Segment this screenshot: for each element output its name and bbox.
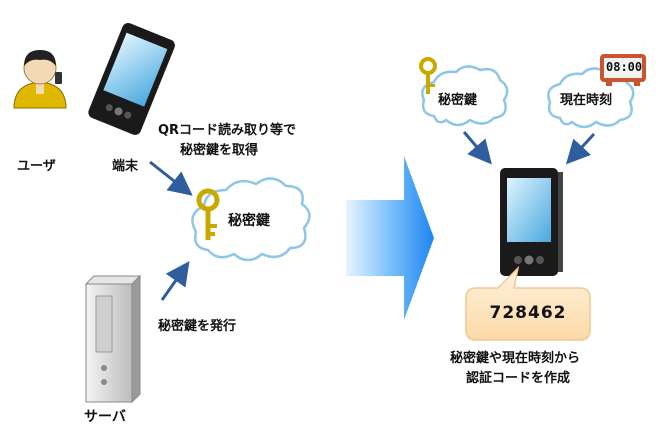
auth-code: 728462	[489, 303, 567, 323]
server-label: サーバ	[84, 409, 126, 425]
device-icon	[88, 22, 175, 135]
current-time-cloud-label: 現在時刻	[560, 93, 613, 108]
process-arrow	[346, 156, 434, 320]
arrow-server-to-key	[160, 261, 190, 301]
device-label: 端末	[112, 159, 139, 174]
secret-key-cloud-right-label: 秘密鍵	[438, 93, 478, 108]
qr-caption-line2: 秘密鍵を取得	[180, 143, 259, 158]
arrow-key-to-phone	[462, 131, 492, 165]
phone-icon	[500, 168, 563, 276]
user-icon	[13, 50, 67, 109]
clock-icon	[600, 54, 646, 86]
key-icon-right	[419, 57, 437, 94]
arrow-device-to-key	[149, 160, 193, 196]
desc-line2: 認証コードを作成	[466, 371, 571, 386]
auth-code-bubble	[465, 265, 591, 341]
clock-display: 08:00	[606, 60, 643, 74]
issue-caption: 秘密鍵を発行	[158, 319, 237, 334]
secret-key-cloud-left-label: 秘密鍵	[228, 213, 270, 229]
server-icon	[84, 274, 142, 404]
user-label: ユーザ	[17, 159, 56, 174]
arrow-time-to-phone	[565, 132, 596, 165]
key-icon	[196, 188, 220, 240]
qr-caption-line1: QRコード読み取り等で	[158, 123, 297, 138]
desc-line1: 秘密鍵や現在時刻から	[450, 351, 581, 366]
